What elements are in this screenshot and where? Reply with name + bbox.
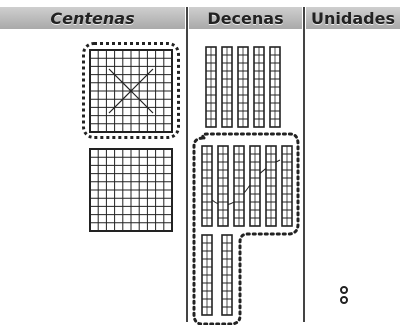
ten-rod: [206, 47, 216, 127]
ten-rod: [270, 47, 280, 127]
ten-rod: [282, 146, 292, 226]
ten-rod: [202, 235, 212, 315]
ten-rod: [222, 235, 232, 315]
unit-cube-1: [340, 286, 348, 294]
ten-rod: [266, 146, 276, 226]
ten-rod: [218, 146, 228, 226]
ten-rod: [254, 47, 264, 127]
ten-rod: [250, 146, 260, 226]
ten-rod: [202, 146, 212, 226]
ten-rod: [234, 146, 244, 226]
ten-rod: [222, 47, 232, 127]
unit-cube-2: [340, 296, 348, 304]
ten-rod: [238, 47, 248, 127]
